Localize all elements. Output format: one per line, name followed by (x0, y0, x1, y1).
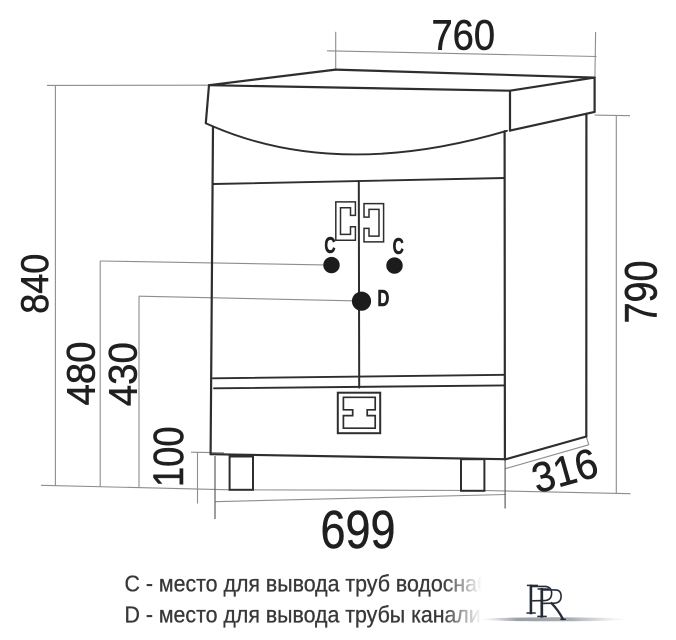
svg-text:430: 430 (102, 342, 146, 406)
svg-text:699: 699 (321, 500, 396, 560)
svg-text:790: 790 (616, 261, 667, 324)
svg-text:480: 480 (60, 342, 104, 406)
svg-text:D: D (377, 285, 389, 311)
svg-text:840: 840 (14, 254, 57, 314)
svg-text:760: 760 (432, 12, 496, 60)
svg-text:C: C (324, 232, 335, 258)
svg-text:C: C (393, 233, 404, 259)
svg-text:100: 100 (146, 427, 193, 488)
